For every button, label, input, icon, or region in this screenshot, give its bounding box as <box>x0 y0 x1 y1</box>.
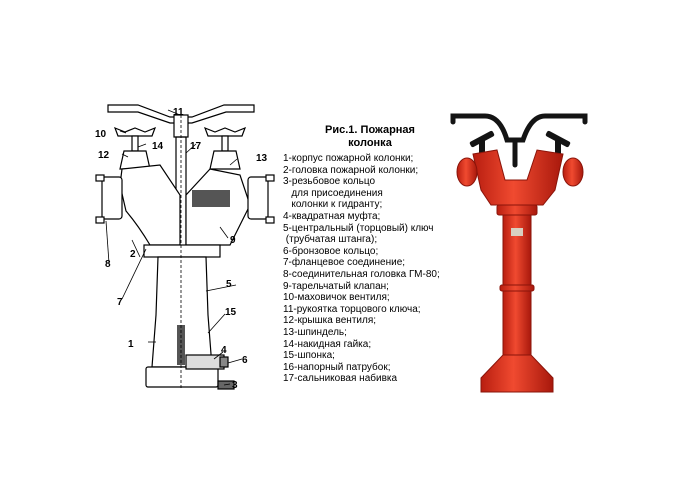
legend-item: (трубчатая штанга); <box>283 234 378 246</box>
callout-8: 8 <box>105 259 111 270</box>
left-outlet <box>456 157 478 187</box>
legend-item: колонки к гидранту; <box>283 199 383 211</box>
right-coupling-head <box>247 176 269 220</box>
callout-6: 6 <box>242 355 248 366</box>
plate-valve <box>192 190 230 207</box>
column-ring <box>499 284 535 292</box>
left-handwheel <box>113 126 157 137</box>
legend-item: 5-центральный (торцовый) ключ <box>283 222 434 234</box>
handle-bar <box>107 104 255 124</box>
legend-item: 8-соединительная головка ГМ-80; <box>283 268 440 280</box>
callout-9: 9 <box>230 235 236 246</box>
callout-7: 7 <box>117 297 123 308</box>
callout-2: 2 <box>130 249 136 260</box>
red-fire-hydrant-photo <box>450 113 588 393</box>
left-coupling-lug-top <box>95 174 105 182</box>
left-valve-stem <box>131 135 139 152</box>
callout-3: 3 <box>232 380 238 391</box>
callout-13: 13 <box>256 153 268 164</box>
threaded-ring <box>145 366 219 388</box>
key-handle <box>450 113 588 168</box>
right-coupling-lug-top <box>265 174 275 182</box>
legend-item: 3-резьбовое кольцо <box>283 176 376 188</box>
callout-15: 15 <box>225 307 237 318</box>
hydrant-base <box>480 354 554 393</box>
callout-5: 5 <box>226 279 232 290</box>
right-coupling-lug-bottom <box>265 216 275 224</box>
legend-item: для присоединения <box>283 187 383 199</box>
legend-item: 9-тарельчатый клапан; <box>283 280 389 292</box>
left-coupling-head <box>101 176 123 220</box>
legend-item: 15-шпонка; <box>283 350 335 362</box>
label-plate <box>511 228 523 236</box>
legend-item: 7-фланцевое соединение; <box>283 257 406 269</box>
right-valve-cap <box>209 150 241 170</box>
legend-item: 4-квадратная муфта; <box>283 210 381 222</box>
legend-item: 1-корпус пожарной колонки; <box>283 153 414 164</box>
caption-line-1: Рис.1. Пожарная <box>325 124 415 136</box>
legend-item: 12-крышка вентиля; <box>283 315 377 327</box>
legend-item: 2-головка пожарной колонки; <box>283 164 419 176</box>
figure-caption: Рис.1. Пожарная колонка <box>300 124 440 150</box>
left-coupling-lug-bottom <box>95 216 105 224</box>
callout-14: 14 <box>152 141 164 152</box>
right-outlet <box>562 157 584 187</box>
callout-17: 17 <box>190 141 202 152</box>
caption-line-2: колонка <box>348 137 392 149</box>
legend-item: 10-маховичок вентиля; <box>283 292 390 304</box>
flange <box>143 244 221 258</box>
legend-item: 17-сальниковая набивка <box>283 373 398 385</box>
parts-legend: 1-корпус пожарной колонки; 2-головка пож… <box>283 153 440 385</box>
legend-item: 11-рукоятка торцового ключа; <box>283 303 421 315</box>
head-flange <box>496 204 538 216</box>
valve-handwheels <box>469 130 571 154</box>
legend-item: 13-шпиндель; <box>283 326 347 338</box>
bronze-ring <box>219 356 229 368</box>
hydrant-head <box>472 149 564 206</box>
callout-11: 11 <box>173 107 184 118</box>
right-valve-stem <box>221 135 229 152</box>
callout-4: 4 <box>221 345 227 356</box>
callout-1: 1 <box>128 339 134 350</box>
callout-10: 10 <box>95 129 107 140</box>
square-coupling <box>185 354 225 370</box>
legend-item: 14-накидная гайка; <box>283 338 372 350</box>
fire-hydrant-cross-section-diagram: 11 10 12 14 17 13 9 8 2 7 5 15 1 4 6 3 <box>95 104 275 391</box>
legend-item: 16-напорный патрубок; <box>283 361 391 373</box>
left-head-body <box>119 164 181 246</box>
right-handwheel <box>203 126 247 137</box>
legend-item: 6-бронзовое кольцо; <box>283 245 379 257</box>
callout-12: 12 <box>98 150 110 161</box>
